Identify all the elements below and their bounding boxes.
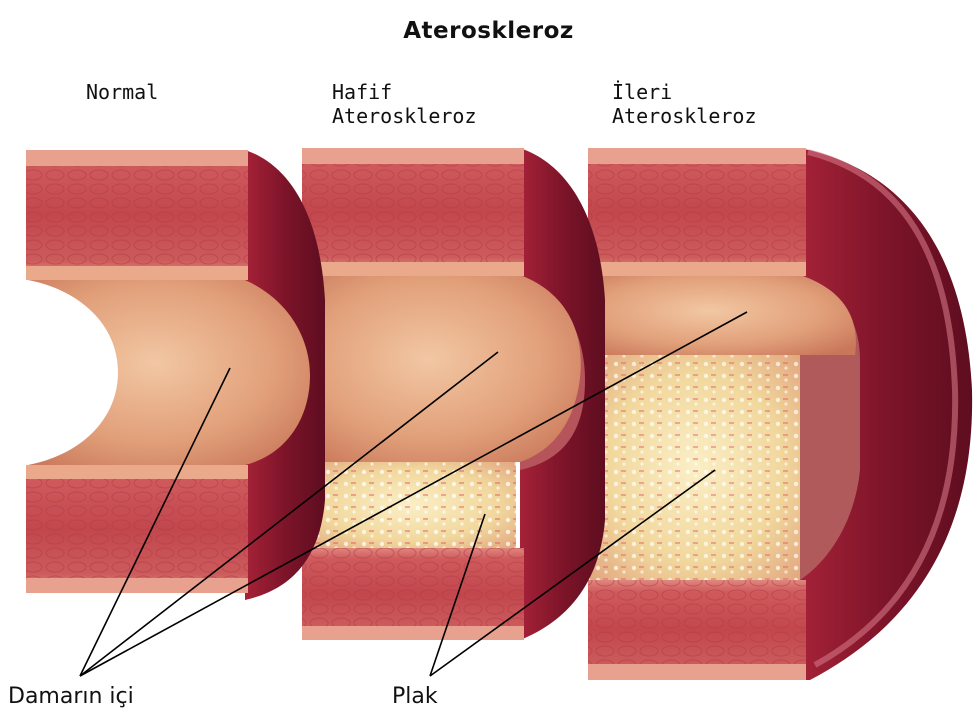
- stage-label-advanced-line2: Ateroskleroz: [612, 104, 757, 128]
- stage-label-normal: Normal: [86, 80, 158, 104]
- stage-label-mild-line1: Hafif: [332, 80, 477, 104]
- vessel-advanced: [588, 148, 972, 680]
- stage-label-advanced: İleri Ateroskleroz: [612, 80, 757, 128]
- callout-lumen: Damarın içi: [8, 684, 134, 709]
- diagram-title: Ateroskleroz: [0, 18, 977, 44]
- stage-label-advanced-line1: İleri: [612, 80, 757, 104]
- callout-plaque: Plak: [392, 684, 438, 709]
- stage-label-normal-line1: Normal: [86, 80, 158, 104]
- vessel-normal: [26, 150, 325, 600]
- stage-label-mild-line2: Ateroskleroz: [332, 104, 477, 128]
- stage-label-mild: Hafif Ateroskleroz: [332, 80, 477, 128]
- vessel-mild: [302, 148, 605, 640]
